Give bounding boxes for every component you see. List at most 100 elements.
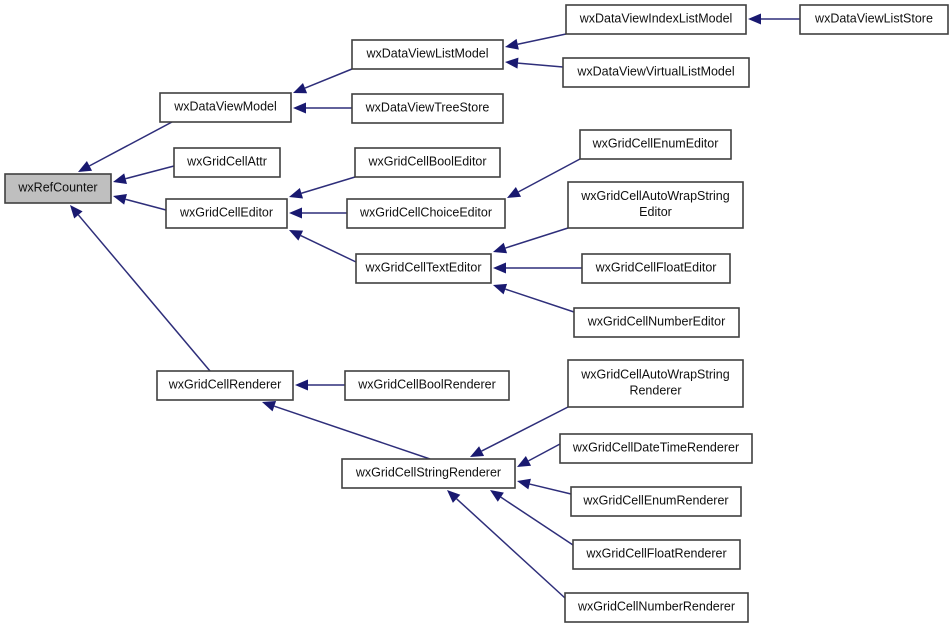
class-node-wxGridCellEditor[interactable]: wxGridCellEditor [165, 198, 288, 229]
edge-line [517, 62, 564, 68]
class-node-box[interactable] [559, 433, 753, 464]
class-node-wxGridCellBoolEditor[interactable]: wxGridCellBoolEditor [354, 147, 501, 178]
class-node-box[interactable] [562, 57, 750, 88]
class-node-box[interactable] [573, 307, 740, 338]
edge-arrowhead [289, 230, 304, 241]
class-node-box[interactable] [346, 198, 506, 229]
inheritance-edge [293, 68, 353, 94]
class-node-box[interactable] [799, 4, 949, 35]
edge-arrowhead [289, 207, 302, 219]
class-node-wxDataViewVirtualListModel[interactable]: wxDataViewVirtualListModel [562, 57, 750, 88]
class-node-wxDataViewModel[interactable]: wxDataViewModel [159, 92, 292, 123]
edge-arrowhead [507, 187, 522, 198]
edge-line [125, 165, 175, 180]
class-node-wxDataViewIndexListModel[interactable]: wxDataViewIndexListModel [565, 4, 747, 35]
class-node-wxGridCellDateTimeRenderer[interactable]: wxGridCellDateTimeRenderer [559, 433, 753, 464]
class-node-box[interactable] [341, 458, 516, 489]
class-node-wxGridCellRenderer[interactable]: wxGridCellRenderer [156, 370, 294, 401]
inheritance-edge [493, 262, 582, 274]
inheritance-edge [505, 33, 567, 50]
class-node-box[interactable] [173, 147, 281, 178]
inheritance-edge [78, 121, 173, 172]
edge-arrowhead [262, 400, 277, 412]
edge-line [528, 443, 561, 462]
inheritance-edge [447, 490, 566, 599]
class-node-wxGridCellNumberRenderer[interactable]: wxGridCellNumberRenderer [564, 592, 749, 623]
inheritance-edge [70, 205, 211, 372]
edge-line [304, 68, 353, 89]
edge-arrowhead [289, 187, 304, 199]
inheritance-edge [517, 443, 561, 467]
edge-arrowhead [295, 379, 308, 391]
inheritance-edge [507, 158, 581, 198]
class-node-box[interactable] [354, 147, 501, 178]
class-node-wxGridCellFloatRenderer[interactable]: wxGridCellFloatRenderer [572, 539, 741, 570]
inheritance-edge [113, 165, 175, 185]
class-node-wxGridCellTextEditor[interactable]: wxGridCellTextEditor [355, 253, 492, 284]
inheritance-edge [505, 57, 564, 69]
class-node-wxGridCellStringRenderer[interactable]: wxGridCellStringRenderer [341, 458, 516, 489]
edge-arrowhead [748, 13, 761, 25]
class-node-box[interactable] [156, 370, 294, 401]
class-node-wxGridCellAttr[interactable]: wxGridCellAttr [173, 147, 281, 178]
class-node-box[interactable] [165, 198, 288, 229]
class-node-box[interactable] [355, 253, 492, 284]
class-node-box[interactable] [565, 4, 747, 35]
inheritance-edge [517, 478, 572, 495]
edge-arrowhead [493, 283, 508, 295]
edge-arrowhead [113, 194, 127, 205]
edge-line [89, 121, 173, 167]
edge-line [274, 405, 431, 460]
edge-line [77, 214, 211, 372]
class-node-box[interactable] [581, 253, 731, 284]
class-node-wxDataViewListModel[interactable]: wxDataViewListModel [351, 39, 504, 70]
inheritance-edge [493, 227, 569, 254]
edge-arrowhead [70, 205, 83, 219]
class-node-box[interactable] [579, 129, 732, 160]
edge-arrowhead [293, 83, 308, 94]
class-node-wxDataViewListStore[interactable]: wxDataViewListStore [799, 4, 949, 35]
edge-line [505, 227, 569, 249]
class-node-box[interactable] [567, 181, 744, 229]
node-layer: wxRefCounter wxDataViewModel wxGridCellAtt… [4, 4, 949, 623]
edge-arrowhead [490, 490, 504, 502]
class-node-box[interactable] [351, 39, 504, 70]
edge-arrowhead [517, 478, 531, 490]
class-node-box[interactable] [572, 539, 741, 570]
class-node-wxRefCounter[interactable]: wxRefCounter [4, 173, 112, 204]
edge-arrowhead [113, 173, 127, 185]
class-node-wxGridCellChoiceEditor[interactable]: wxGridCellChoiceEditor [346, 198, 506, 229]
edge-line [301, 176, 356, 194]
class-node-wxGridCellEnumEditor[interactable]: wxGridCellEnumEditor [579, 129, 732, 160]
class-node-box[interactable] [159, 92, 292, 123]
edge-line [518, 158, 581, 193]
edge-arrowhead [505, 38, 519, 50]
edge-layer [70, 13, 800, 599]
edge-line [517, 33, 567, 46]
class-node-wxGridCellNumberEditor[interactable]: wxGridCellNumberEditor [573, 307, 740, 338]
edge-arrowhead [470, 446, 485, 457]
class-node-wxGridCellBoolRenderer[interactable]: wxGridCellBoolRenderer [344, 370, 510, 401]
class-node-box[interactable] [344, 370, 510, 401]
edge-arrowhead [493, 242, 508, 254]
edge-line [505, 288, 575, 313]
class-node-wxGridCellEnumRenderer[interactable]: wxGridCellEnumRenderer [570, 486, 742, 517]
edge-arrowhead [505, 57, 519, 69]
class-node-wxDataViewTreeStore[interactable]: wxDataViewTreeStore [351, 93, 504, 124]
class-node-box[interactable] [4, 173, 112, 204]
inheritance-edge [493, 283, 575, 313]
class-node-box[interactable] [564, 592, 749, 623]
inheritance-edge [262, 400, 431, 460]
class-node-box[interactable] [351, 93, 504, 124]
class-node-wxGridCellFloatEditor[interactable]: wxGridCellFloatEditor [581, 253, 731, 284]
inheritance-edge [113, 194, 167, 211]
class-node-box[interactable] [567, 359, 744, 408]
inheritance-edge [289, 176, 356, 199]
inheritance-edge [295, 379, 345, 391]
inheritance-edge [293, 102, 352, 114]
class-node-box[interactable] [570, 486, 742, 517]
edge-line [529, 483, 572, 495]
